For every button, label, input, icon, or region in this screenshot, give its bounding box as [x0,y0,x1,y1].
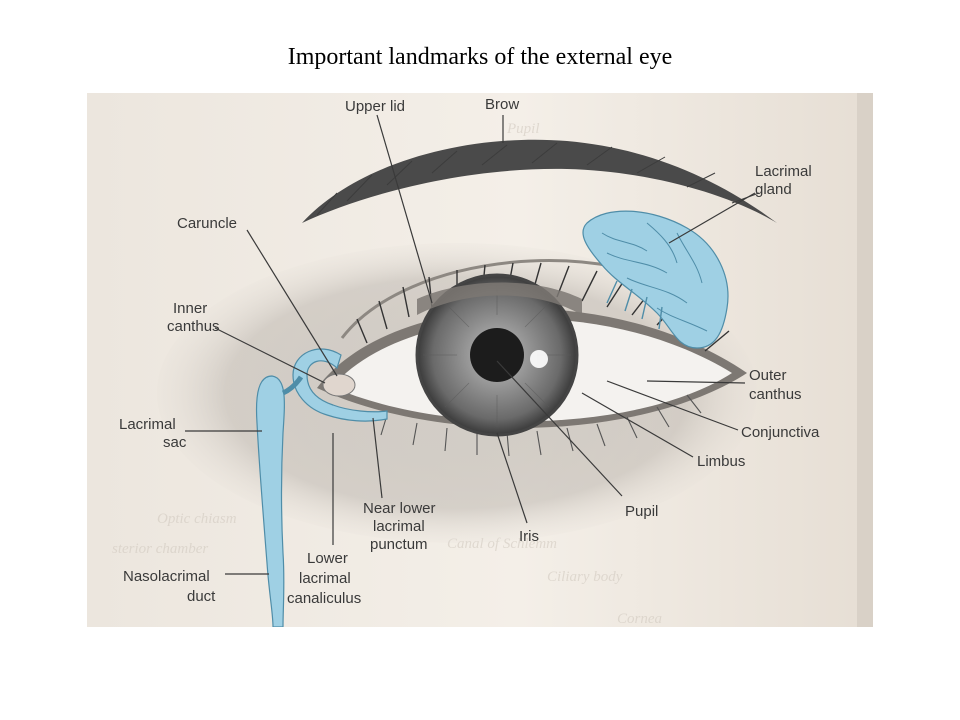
svg-text:Cornea: Cornea [617,611,662,627]
label-iris: Iris [519,528,539,545]
label-lacrimal-gland-line2: gland [755,181,792,198]
svg-text:Pupil: Pupil [506,121,540,137]
label-lower-canaliculus-line1: Lower [307,550,348,567]
svg-text:sterior chamber: sterior chamber [112,541,208,557]
label-inner-canthus-line2: canthus [167,318,220,335]
pupil-shape [470,328,524,382]
label-near-lower-punctum-line2: lacrimal [373,518,425,535]
caruncle-shape [322,373,356,397]
label-limbus: Limbus [697,453,745,470]
lacrimal-gland-shape [582,210,729,349]
limbus-ring [415,273,579,437]
eyebrow-hairs [316,142,760,216]
label-outer-canthus-line2: canthus [749,386,802,403]
label-upper-lid: Upper lid [345,98,405,115]
label-nasolacrimal-duct-line1: Nasolacrimal [123,568,210,585]
label-pupil: Pupil [625,503,658,520]
label-brow: Brow [485,96,519,113]
svg-text:Ciliary body: Ciliary body [547,569,623,585]
label-lower-canaliculus-line2: lacrimal [299,570,351,587]
svg-text:Optic chiasm: Optic chiasm [157,511,237,527]
labels: Upper lid Brow Lacrimal gland Caruncle I… [119,96,820,607]
bleed-through-text: Optic chiasm sterior chamber Canal of Sc… [112,121,662,627]
label-near-lower-punctum-line1: Near lower [363,500,436,517]
label-lacrimal-sac-line1: Lacrimal [119,416,176,433]
corneal-highlight [530,350,548,368]
label-near-lower-punctum-line3: punctum [370,536,428,553]
label-lacrimal-sac-line2: sac [163,434,187,451]
label-caruncle: Caruncle [177,215,237,232]
label-outer-canthus-line1: Outer [749,367,787,384]
eye-diagram-svg: Optic chiasm sterior chamber Canal of Sc… [87,93,873,627]
label-lacrimal-gland-line1: Lacrimal [755,163,812,180]
slide-title: Important landmarks of the external eye [287,44,673,70]
eye-diagram: Optic chiasm sterior chamber Canal of Sc… [87,93,873,627]
lid-shadow [417,282,582,315]
label-lower-canaliculus-line3: canaliculus [287,590,361,607]
label-inner-canthus-line1: Inner [173,300,207,317]
leader-lines [185,114,756,575]
label-conjunctiva: Conjunctiva [741,424,820,441]
page-gutter [857,93,873,627]
label-nasolacrimal-duct-line2: duct [187,588,216,605]
